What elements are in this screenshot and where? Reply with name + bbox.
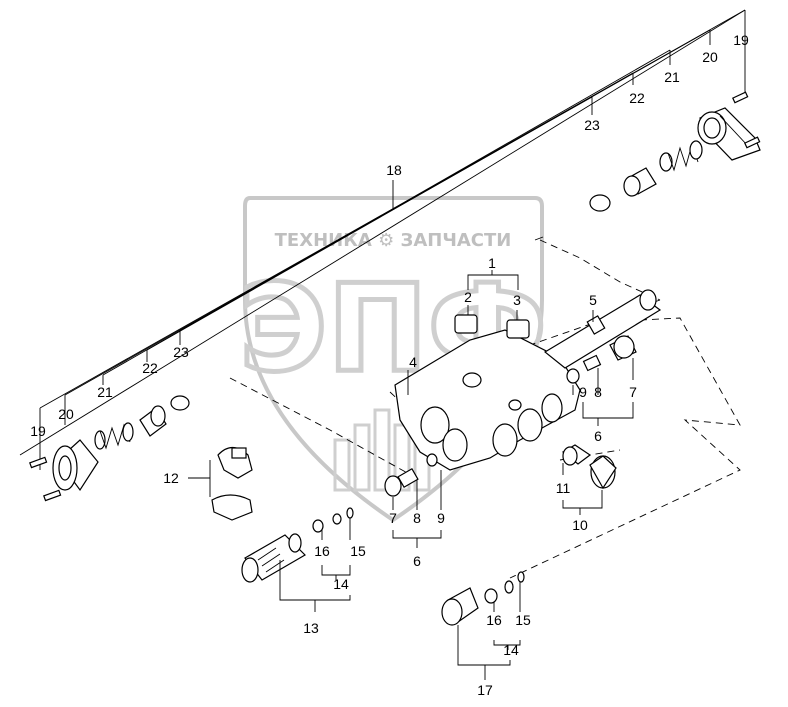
callout-10: 10 xyxy=(572,517,588,533)
callout-5: 5 xyxy=(589,292,597,308)
callout-3: 3 xyxy=(513,292,521,308)
watermark-text: ТЕХНИКА ⚙ ЗАПЧАСТИ xyxy=(275,230,512,251)
valve-body-4 xyxy=(394,329,581,471)
callout-14-left: 14 xyxy=(333,576,349,592)
plug-2 xyxy=(454,314,478,334)
callout-14-right: 14 xyxy=(503,642,519,658)
bolt-19-left-top xyxy=(29,456,48,469)
callout-20-right: 20 xyxy=(702,49,718,65)
callout-16-left: 16 xyxy=(314,543,330,559)
leader-lines xyxy=(19,9,746,470)
callout-12: 12 xyxy=(163,470,179,486)
callout-15-right: 15 xyxy=(515,612,531,628)
callout-6-center: 6 xyxy=(413,553,421,569)
plug-17 xyxy=(441,587,479,626)
group-brackets xyxy=(188,270,634,680)
o-rings-14-right xyxy=(484,571,525,604)
seal-23-right xyxy=(589,194,611,212)
clamp-12-lower xyxy=(211,494,253,521)
bolt-19-right-top xyxy=(732,91,749,104)
clamp-12-upper xyxy=(217,446,253,479)
callout-15-left: 15 xyxy=(350,543,366,559)
piston-22-left xyxy=(139,405,167,437)
relief-valve-10 xyxy=(561,444,617,490)
check-valve-6-center xyxy=(384,453,438,497)
callout-4: 4 xyxy=(409,354,417,370)
plug-3 xyxy=(506,319,530,339)
piston-22-right xyxy=(623,167,657,197)
callout-13: 13 xyxy=(303,620,319,636)
callout-1: 1 xyxy=(488,255,496,271)
callout-16-right: 16 xyxy=(486,612,502,628)
check-valve-6-right xyxy=(566,335,637,384)
callout-2: 2 xyxy=(464,289,472,305)
cover-20-right xyxy=(697,107,761,161)
watermark-shield xyxy=(243,196,544,523)
callout-22-left: 22 xyxy=(142,360,158,376)
callout-17: 17 xyxy=(477,682,493,698)
callout-7-right: 7 xyxy=(629,384,637,400)
spool-5 xyxy=(543,289,662,369)
callout-labels: 1 2 3 4 5 6 6 7 7 8 8 9 9 10 11 12 13 14… xyxy=(30,32,749,698)
o-rings-14-left xyxy=(312,507,354,533)
callout-21-right: 21 xyxy=(664,69,680,85)
callout-11: 11 xyxy=(556,480,571,496)
callout-22-right: 22 xyxy=(629,90,645,106)
callout-18: 18 xyxy=(386,162,402,178)
spring-21-right xyxy=(659,140,703,172)
callout-8-center: 8 xyxy=(413,510,421,526)
callout-7-center: 7 xyxy=(389,510,397,526)
callout-19-left: 19 xyxy=(30,423,46,439)
bolt-19-right-bottom xyxy=(744,136,761,149)
callout-23-right: 23 xyxy=(584,117,600,133)
callout-20-left: 20 xyxy=(58,406,74,422)
callout-6-right: 6 xyxy=(594,428,602,444)
callout-21-left: 21 xyxy=(97,384,113,400)
callout-9-center: 9 xyxy=(437,510,445,526)
cover-20-left xyxy=(52,439,99,492)
callout-23-left: 23 xyxy=(173,344,189,360)
bolt-19-left-bottom xyxy=(43,489,62,502)
relief-valve-13 xyxy=(241,533,306,583)
spring-21-left xyxy=(94,422,134,450)
callout-8-right: 8 xyxy=(594,384,602,400)
callout-9-right: 9 xyxy=(579,384,587,400)
callout-19-right: 19 xyxy=(733,32,749,48)
seal-23-left xyxy=(170,395,190,411)
